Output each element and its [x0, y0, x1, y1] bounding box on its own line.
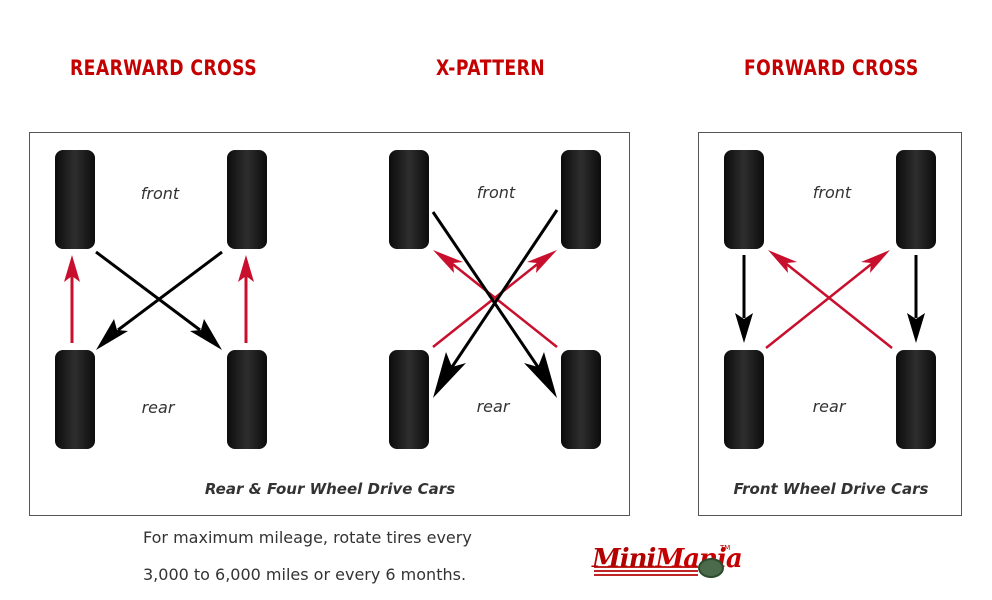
red-arrow-rear-left-to-front-right: [432, 261, 541, 348]
black-arrow-front-right-to-rear-left: [117, 250, 223, 332]
front-label-rearward: front: [140, 184, 180, 203]
x-pattern-title: X-PATTERN: [436, 56, 546, 80]
tire-rear-right: [561, 350, 601, 449]
forward-cross-title: FORWARD CROSS: [744, 56, 919, 80]
tire-front-right: [896, 150, 936, 249]
tire-rear-left: [724, 350, 764, 449]
front-label-forward: front: [812, 183, 852, 202]
wreath-badge-icon: [698, 558, 724, 578]
front-wheel-caption: Front Wheel Drive Cars: [733, 480, 929, 498]
tire-front-left: [724, 150, 764, 249]
rearward-cross-title: REARWARD CROSS: [70, 56, 258, 80]
rear-label-rearward: rear: [141, 398, 175, 417]
logo-stripes: [594, 566, 698, 578]
rear-label-forward: rear: [812, 397, 846, 416]
logo-trademark: TM: [720, 544, 731, 552]
red-arrow-rear-right-to-front-left: [783, 261, 893, 349]
tire-front-left: [55, 150, 95, 249]
rotation-note-line1: For maximum mileage, rotate tires every: [143, 528, 472, 547]
tire-front-right: [561, 150, 601, 249]
tire-rear-left: [389, 350, 429, 449]
red-arrow-rear-left-to-front-right: [765, 261, 875, 349]
tire-rear-right: [227, 350, 267, 449]
red-arrow-rear-right-to-front-left: [449, 261, 558, 348]
x-pattern-diagram: [389, 150, 601, 449]
rotation-note-line2: 3,000 to 6,000 miles or every 6 months.: [143, 565, 467, 584]
front-label-x-pattern: front: [476, 183, 516, 202]
black-arrow-front-left-to-rear-right: [95, 250, 201, 332]
minimania-logo: MiniMania TM: [592, 544, 743, 582]
rear-four-wheel-caption: Rear & Four Wheel Drive Cars: [204, 480, 456, 498]
tire-front-right: [227, 150, 267, 249]
tire-front-left: [389, 150, 429, 249]
tire-rear-left: [55, 350, 95, 449]
forward-cross-diagram: [724, 150, 936, 449]
rearward-cross-diagram: [55, 150, 267, 449]
black-arrow-front-left-to-rear-right: [431, 211, 542, 371]
tire-rear-right: [896, 350, 936, 449]
rear-label-x-pattern: rear: [476, 397, 510, 416]
black-arrow-front-right-to-rear-left: [448, 209, 559, 371]
